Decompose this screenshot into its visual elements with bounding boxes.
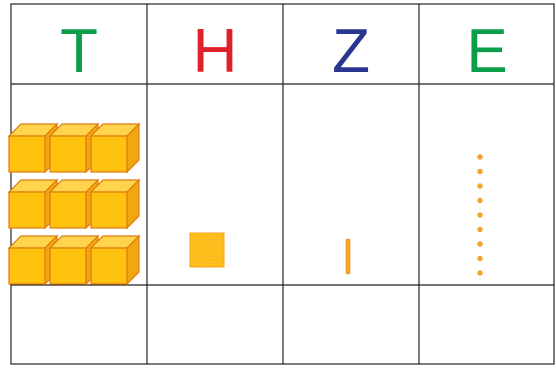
header-thousands: T bbox=[60, 17, 98, 86]
unit-cube bbox=[478, 213, 483, 218]
unit-cube bbox=[478, 184, 483, 189]
header-hundreds: H bbox=[193, 17, 238, 86]
header-tens: Z bbox=[332, 17, 370, 86]
unit-cubes bbox=[478, 155, 483, 276]
hundred-flat bbox=[190, 233, 224, 267]
thousand-cubes bbox=[9, 124, 139, 284]
unit-cube bbox=[478, 198, 483, 203]
ten-rods bbox=[346, 239, 350, 274]
unit-cube bbox=[478, 271, 483, 276]
thousand-cube bbox=[91, 180, 139, 228]
unit-cube bbox=[478, 155, 483, 160]
hundred-flats bbox=[190, 233, 224, 267]
unit-cube bbox=[478, 256, 483, 261]
unit-cube bbox=[478, 227, 483, 232]
thousand-cube bbox=[91, 124, 139, 172]
unit-cube bbox=[478, 242, 483, 247]
unit-cube bbox=[478, 169, 483, 174]
ten-rod bbox=[346, 239, 350, 274]
thousand-cube bbox=[91, 236, 139, 284]
header-ones: E bbox=[466, 17, 507, 86]
